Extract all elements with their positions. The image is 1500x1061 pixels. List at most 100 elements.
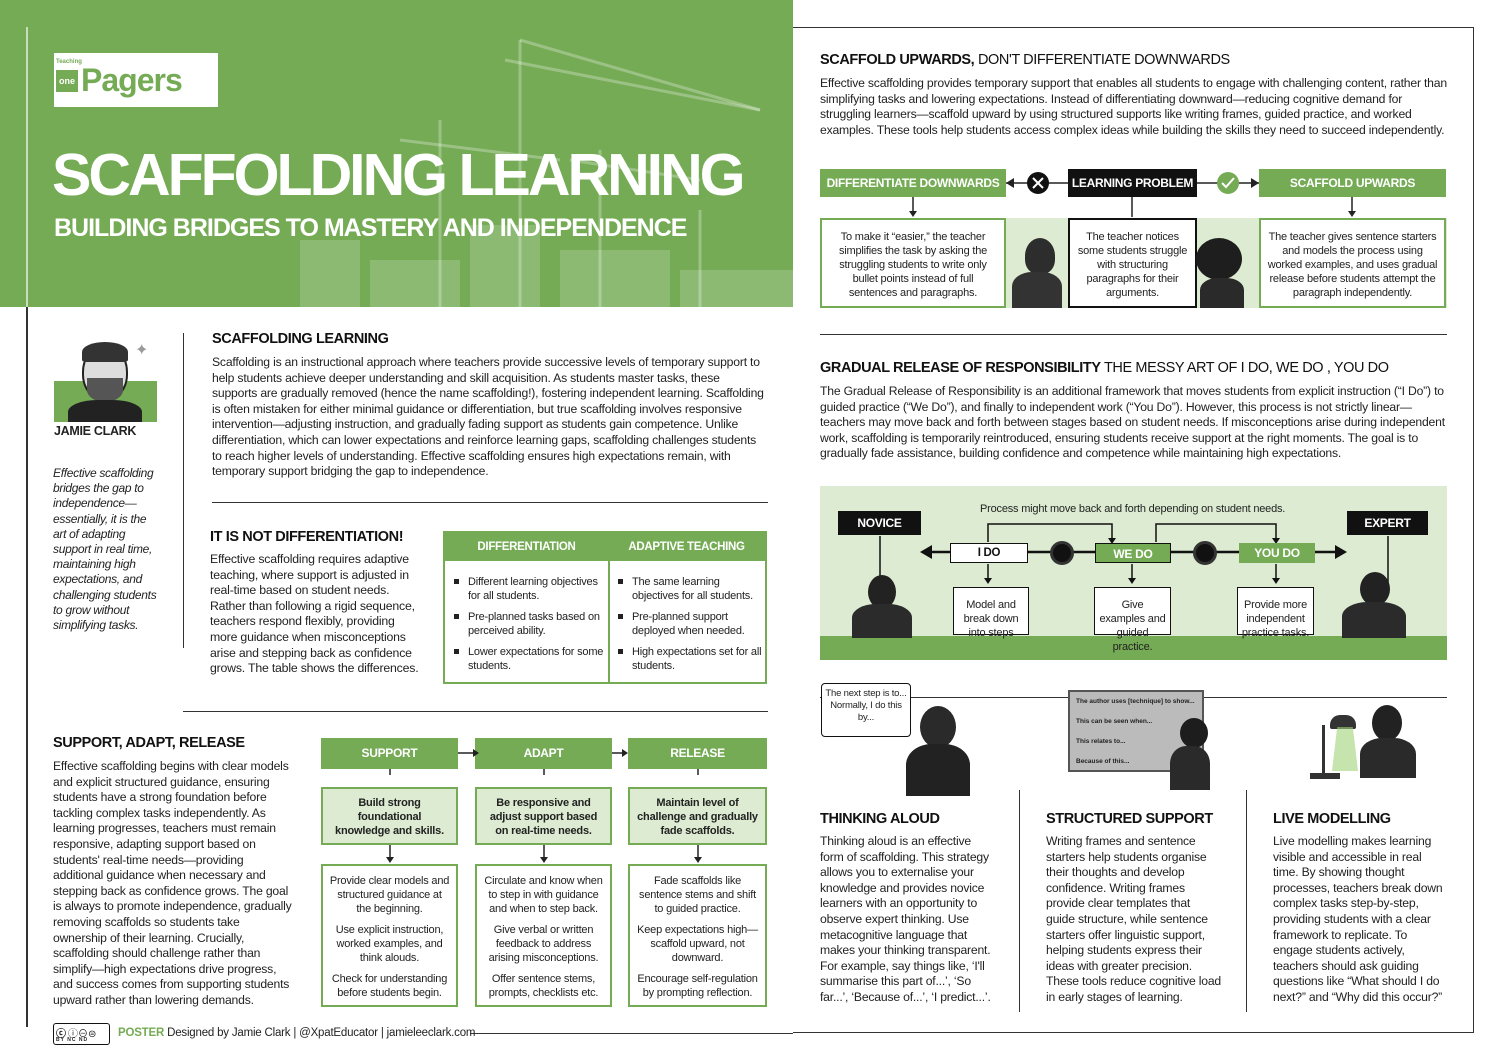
strategy-divider	[1019, 790, 1020, 1012]
stage-i-do-text: Model and break down into steps	[953, 587, 1029, 639]
comparison-table: DIFFERENTIATION ADAPTIVE TEACHING Differ…	[443, 531, 767, 684]
stage-release-label: RELEASE	[628, 738, 767, 769]
footer-credit-text: Designed by Jamie Clark | @XpatEducator …	[167, 1027, 476, 1039]
author-name: JAMIE CLARK	[54, 424, 137, 438]
gradual-diagram-ground	[820, 636, 1447, 660]
gradual-body: The Gradual Release of Responsibility is…	[820, 384, 1445, 461]
not-diff-body: Effective scaffolding requires adaptive …	[210, 552, 419, 676]
novice-body-illustration	[852, 604, 912, 638]
upwards-body: Effective scaffolding provides temporary…	[820, 76, 1447, 137]
upwards-divider	[820, 334, 1447, 335]
novice-student-illustration	[868, 575, 896, 609]
list-item: Pre-planned tasks based on perceived abi…	[451, 610, 605, 638]
speech-bubble: The next step is to... Normally, I do th…	[821, 683, 911, 737]
stage-i-do: I DO	[950, 543, 1028, 563]
differentiation-list: Different learning objectives for all st…	[451, 575, 605, 680]
modelling-student-illustration	[1372, 705, 1402, 741]
diff-downwards-label: DIFFERENTIATE DOWNWARDS	[820, 169, 1006, 197]
construction-cranes-illustration	[300, 38, 793, 307]
strategy-body-structured-support: Writing frames and sentence starters hel…	[1046, 834, 1221, 1004]
page-title: SCAFFOLDING LEARNING	[52, 142, 746, 208]
clock-icon	[1193, 541, 1217, 565]
not-diff-divider	[183, 711, 768, 712]
board-line: This can be seen when...	[1076, 718, 1153, 725]
stage-down-arrows	[386, 845, 702, 863]
novice-label: NOVICE	[838, 511, 921, 535]
strategy-heading-thinking-aloud: THINKING ALOUD	[820, 811, 940, 827]
logo-one-badge: one	[56, 70, 78, 92]
student-illustration-2	[1196, 238, 1242, 280]
teacher-body-illustration	[906, 744, 970, 796]
modelling-student-body-illustration	[1360, 738, 1416, 778]
table-header-adaptive: ADAPTIVE TEACHING	[628, 541, 745, 553]
expert-label: EXPERT	[1347, 511, 1428, 535]
intro-body: Scaffolding is an instructional approach…	[212, 355, 764, 479]
board-line: Because of this...	[1076, 758, 1130, 765]
left-frame-top	[26, 27, 28, 307]
stage-adapt-summary: Be responsive and adjust support based o…	[475, 787, 612, 845]
student-illustration	[1025, 238, 1055, 274]
stage-support-summary: Build strong foundational knowledge and …	[321, 787, 458, 845]
strategy-body-thinking-aloud: Thinking aloud is an effective form of s…	[820, 834, 991, 1004]
clock-icon	[1050, 541, 1074, 565]
list-item: High expectations set for all students.	[615, 645, 763, 673]
scaffold-upwards-label: SCAFFOLD UPWARDS	[1259, 169, 1446, 197]
gradual-note: Process might move back and forth depend…	[980, 503, 1286, 515]
footer-poster-label: POSTER	[118, 1027, 165, 1039]
strategy-body-live-modelling: Live modelling makes learning visible an…	[1273, 834, 1443, 1004]
table-column-divider	[608, 561, 610, 682]
table-header-differentiation: DIFFERENTIATION	[477, 541, 576, 553]
cc-license-badge: ⓒ ⓘ⊖⊜ BY NC ND	[53, 1023, 110, 1045]
author-portrait	[54, 336, 157, 422]
gradual-heading: GRADUAL RELEASE OF RESPONSIBILITY THE ME…	[820, 360, 1389, 376]
list-item: Lower expectations for some students.	[451, 645, 605, 673]
right-frame	[793, 27, 1474, 1033]
author-divider	[183, 333, 184, 648]
student-body-illustration	[1012, 272, 1062, 308]
stage-you-do: YOU DO	[1239, 543, 1315, 563]
upwards-heading: SCAFFOLD UPWARDS, DON'T DIFFERENTIATE DO…	[820, 52, 1230, 68]
desk-lamp-icon	[1310, 715, 1358, 779]
board-line: This relates to...	[1076, 738, 1126, 745]
author-quote: Effective scaffolding bridges the gap to…	[53, 466, 157, 633]
logo-text: Pagers	[81, 62, 183, 98]
logo-box: Teaching one Pagers	[54, 53, 218, 107]
logo-small-text: Teaching	[56, 59, 82, 65]
sar-heading: SUPPORT, ADAPT, RELEASE	[53, 735, 245, 751]
expert-student-illustration	[1360, 572, 1390, 606]
page-subtitle: BUILDING BRIDGES TO MASTERY AND INDEPEND…	[54, 214, 687, 242]
sparkle-icon: ✦	[135, 342, 149, 359]
sar-body: Effective scaffolding begins with clear …	[53, 759, 292, 1007]
not-diff-heading: IT IS NOT DIFFERENTIATION!	[210, 529, 404, 545]
diff-downwards-text: To make it “easier,” the teacher simplif…	[820, 218, 1006, 308]
intro-heading: SCAFFOLDING LEARNING	[212, 331, 389, 347]
stage-adapt-points: Circulate and know when to step in with …	[475, 864, 612, 1007]
left-frame-line	[26, 307, 28, 1027]
footer-rule	[470, 1033, 793, 1034]
writing-student-illustration	[1180, 718, 1208, 748]
learning-problem-label: LEARNING PROBLEM	[1068, 169, 1197, 197]
strategy-divider	[1246, 790, 1247, 1012]
header-banner	[0, 0, 793, 307]
strategy-heading-structured-support: STRUCTURED SUPPORT	[1046, 811, 1213, 827]
writing-student-body-illustration	[1170, 746, 1210, 790]
stage-you-do-text: Provide more independent practice tasks.	[1237, 587, 1314, 639]
scaffold-upwards-text: The teacher gives sentence starters and …	[1259, 218, 1446, 308]
list-item: The same learning objectives for all stu…	[615, 575, 763, 603]
stage-we-do: WE DO	[1095, 543, 1171, 563]
learning-problem-text: The teacher notices some students strugg…	[1068, 218, 1197, 308]
student-body-illustration-2	[1200, 278, 1244, 308]
strategy-heading-live-modelling: LIVE MODELLING	[1273, 811, 1391, 827]
upwards-connectors	[909, 172, 1356, 217]
adaptive-list: The same learning objectives for all stu…	[615, 575, 763, 680]
list-item: Pre-planned support deployed when needed…	[615, 610, 763, 638]
footer-credit: POSTER Designed by Jamie Clark | @XpatEd…	[118, 1027, 475, 1039]
stage-support-points: Provide clear models and structured guid…	[321, 864, 458, 1007]
stage-release-points: Fade scaffolds like sentence stems and s…	[628, 864, 767, 1007]
table-header	[445, 533, 765, 561]
stage-release-summary: Maintain level of challenge and graduall…	[628, 787, 767, 845]
board-line: The author uses [technique] to show...	[1076, 698, 1195, 705]
intro-divider	[212, 502, 768, 503]
list-item: Different learning objectives for all st…	[451, 575, 605, 603]
teacher-illustration	[920, 706, 956, 748]
